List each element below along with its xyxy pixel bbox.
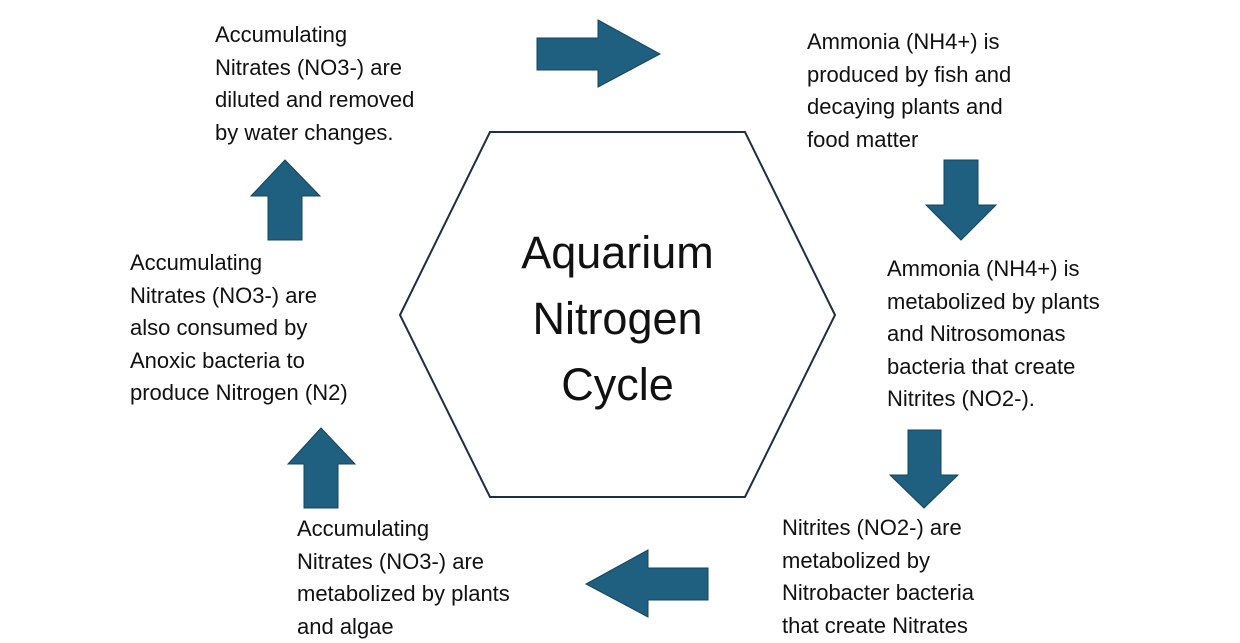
text-line: metabolized by plants: [887, 286, 1100, 319]
text-line: Nitrates (NO3-) are: [130, 280, 348, 313]
text-line: diluted and removed: [215, 84, 414, 117]
title-line: Aquarium: [490, 220, 745, 286]
text-line: and algae: [297, 611, 510, 643]
arrow-down-icon: [890, 430, 958, 508]
step-ammonia-production: Ammonia (NH4+) is produced by fish and d…: [807, 26, 1011, 156]
title-line: Cycle: [490, 352, 745, 418]
text-line: Accumulating: [297, 513, 510, 546]
diagram-title: Aquarium Nitrogen Cycle: [490, 220, 745, 418]
step-nitrobacter: Nitrites (NO2-) are metabolized by Nitro…: [782, 512, 974, 642]
text-line: Nitrates (NO3-) are: [215, 52, 414, 85]
text-line: Anoxic bacteria to: [130, 345, 348, 378]
step-anoxic-bacteria: Accumulating Nitrates (NO3-) are also co…: [130, 247, 348, 410]
text-line: metabolized by: [782, 545, 974, 578]
text-line: Ammonia (NH4+) is: [807, 26, 1011, 59]
arrow-up-icon: [288, 428, 355, 508]
text-line: Ammonia (NH4+) is: [887, 253, 1100, 286]
arrow-right-icon: [537, 20, 660, 87]
text-line: metabolized by plants: [297, 578, 510, 611]
text-line: Nitrates (NO3-) are: [297, 546, 510, 579]
text-line: Accumulating: [215, 19, 414, 52]
text-line: produce Nitrogen (N2): [130, 377, 348, 410]
arrow-up-icon: [251, 160, 320, 240]
step-nitrosomonas: Ammonia (NH4+) is metabolized by plants …: [887, 253, 1100, 416]
text-line: Accumulating: [130, 247, 348, 280]
text-line: also consumed by: [130, 312, 348, 345]
text-line: by water changes.: [215, 117, 414, 150]
text-line: and Nitrosomonas: [887, 318, 1100, 351]
title-line: Nitrogen: [490, 286, 745, 352]
step-plant-uptake: Accumulating Nitrates (NO3-) are metabol…: [297, 513, 510, 643]
text-line: produced by fish and: [807, 59, 1011, 92]
text-line: bacteria that create: [887, 351, 1100, 384]
text-line: Nitrites (NO2-) are: [782, 512, 974, 545]
text-line: Nitrites (NO2-).: [887, 383, 1100, 416]
step-water-changes: Accumulating Nitrates (NO3-) are diluted…: [215, 19, 414, 149]
arrow-down-icon: [926, 160, 996, 240]
arrow-left-icon: [586, 550, 708, 617]
text-line: that create Nitrates: [782, 610, 974, 643]
text-line: food matter: [807, 124, 1011, 157]
text-line: decaying plants and: [807, 91, 1011, 124]
text-line: Nitrobacter bacteria: [782, 577, 974, 610]
